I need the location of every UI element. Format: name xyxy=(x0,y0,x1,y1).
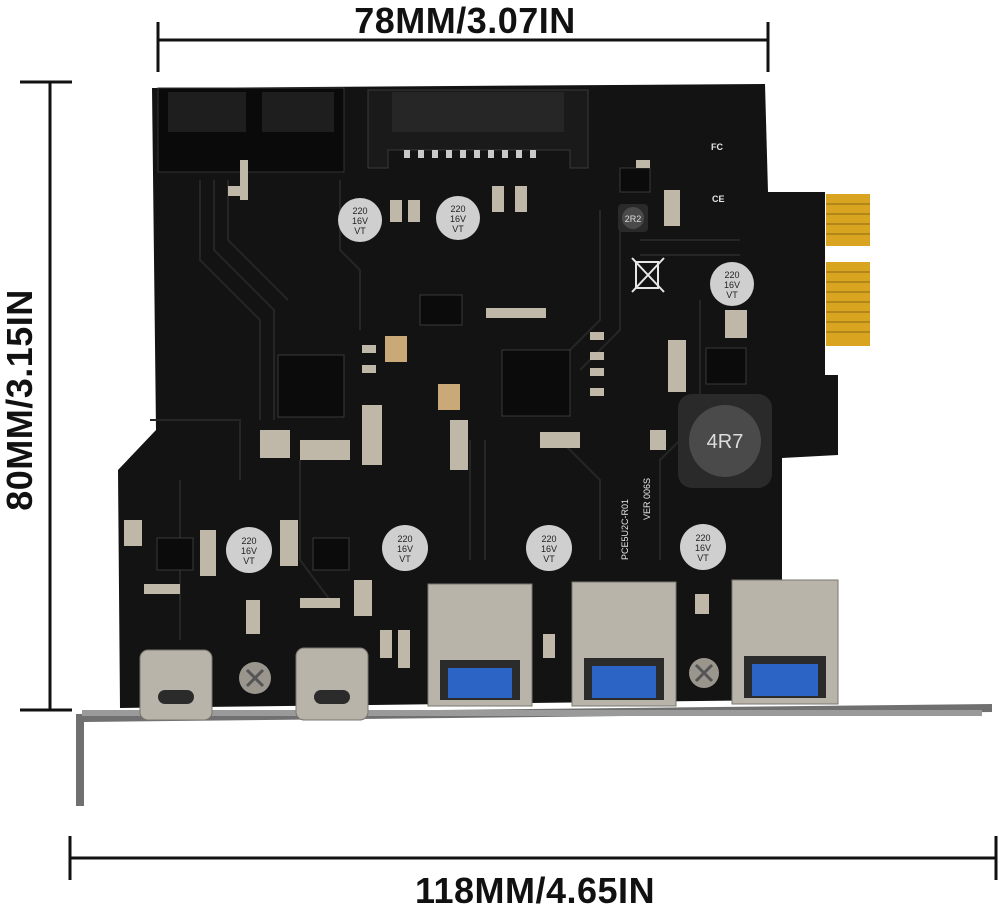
svg-text:VT: VT xyxy=(354,226,366,236)
crystal-y1 xyxy=(438,384,460,410)
svg-text:220: 220 xyxy=(541,534,556,544)
usb-a-port-3 xyxy=(731,579,839,705)
svg-text:VT: VT xyxy=(399,554,411,564)
svg-text:16V: 16V xyxy=(352,216,368,226)
sata-power-connector xyxy=(367,89,589,169)
svg-text:VT: VT xyxy=(543,554,555,564)
capacitor: 220 16V VT xyxy=(436,196,480,240)
typec-controller-chip-1 xyxy=(156,537,194,571)
mounting-screw-right xyxy=(689,658,719,688)
capacitor: 220 16V VT xyxy=(526,525,572,571)
svg-text:220: 220 xyxy=(352,206,367,216)
inductor-large-label: 4R7 xyxy=(707,431,744,453)
svg-text:VT: VT xyxy=(243,556,255,566)
svg-text:16V: 16V xyxy=(241,546,257,556)
mounting-screw-left xyxy=(239,662,271,694)
inductor-small-label: 2R2 xyxy=(625,214,642,224)
typec-controller-chip-2 xyxy=(312,537,350,571)
inductor-large: 4R7 xyxy=(678,394,772,488)
usb-controller-chip-left xyxy=(277,354,345,418)
board-model-label: PCE5U2C-R01 xyxy=(620,499,630,560)
pcb: 4R7 2R2 220 16V VT 220 16V VT 220 16V VT xyxy=(118,84,870,721)
usb-a-port-2 xyxy=(571,581,677,707)
width-dimension-label: 78MM/3.07IN xyxy=(354,0,576,41)
svg-text:220: 220 xyxy=(450,204,465,214)
usb-a-port-1 xyxy=(427,583,533,707)
dimension-line-left xyxy=(20,80,72,712)
pcie-gold-fingers xyxy=(826,194,870,346)
capacitor: 220 16V VT xyxy=(680,524,726,570)
mounting-bracket xyxy=(76,704,992,806)
svg-text:16V: 16V xyxy=(450,214,466,224)
svg-text:VT: VT xyxy=(726,290,738,300)
capacitor: 220 16V VT xyxy=(382,525,428,571)
svg-text:220: 220 xyxy=(397,534,412,544)
svg-text:16V: 16V xyxy=(695,543,711,553)
svg-text:16V: 16V xyxy=(397,544,413,554)
weee-bin-icon xyxy=(631,257,665,293)
crystal-y2 xyxy=(385,336,407,362)
usb3-internal-header xyxy=(157,87,345,173)
bracket-width-dimension-label: 118MM/4.65IN xyxy=(414,870,656,911)
svg-text:VT: VT xyxy=(697,553,709,563)
dimension-line-top xyxy=(156,22,770,72)
smd-components xyxy=(124,160,747,668)
small-ic-u7 xyxy=(619,167,651,193)
eeprom-chip xyxy=(419,294,463,326)
svg-text:220: 220 xyxy=(695,533,710,543)
svg-text:220: 220 xyxy=(724,270,739,280)
regulator-chip xyxy=(705,347,747,385)
capacitor: 220 16V VT xyxy=(226,527,272,573)
usb-c-port-2 xyxy=(295,647,369,721)
capacitor: 220 16V VT xyxy=(710,262,754,306)
board-version-label: VER 006S xyxy=(642,478,652,520)
svg-text:16V: 16V xyxy=(541,544,557,554)
inductor-small: 2R2 xyxy=(618,204,648,232)
dimension-line-bottom xyxy=(68,836,998,880)
usb-controller-chip-main xyxy=(501,349,571,417)
usb-c-port-1 xyxy=(139,649,213,721)
svg-text:VT: VT xyxy=(452,224,464,234)
capacitor: 220 16V VT xyxy=(338,198,382,242)
fcc-logo: FC xyxy=(711,142,723,152)
svg-text:220: 220 xyxy=(241,536,256,546)
ce-logo: CE xyxy=(712,194,725,204)
svg-text:16V: 16V xyxy=(724,280,740,290)
